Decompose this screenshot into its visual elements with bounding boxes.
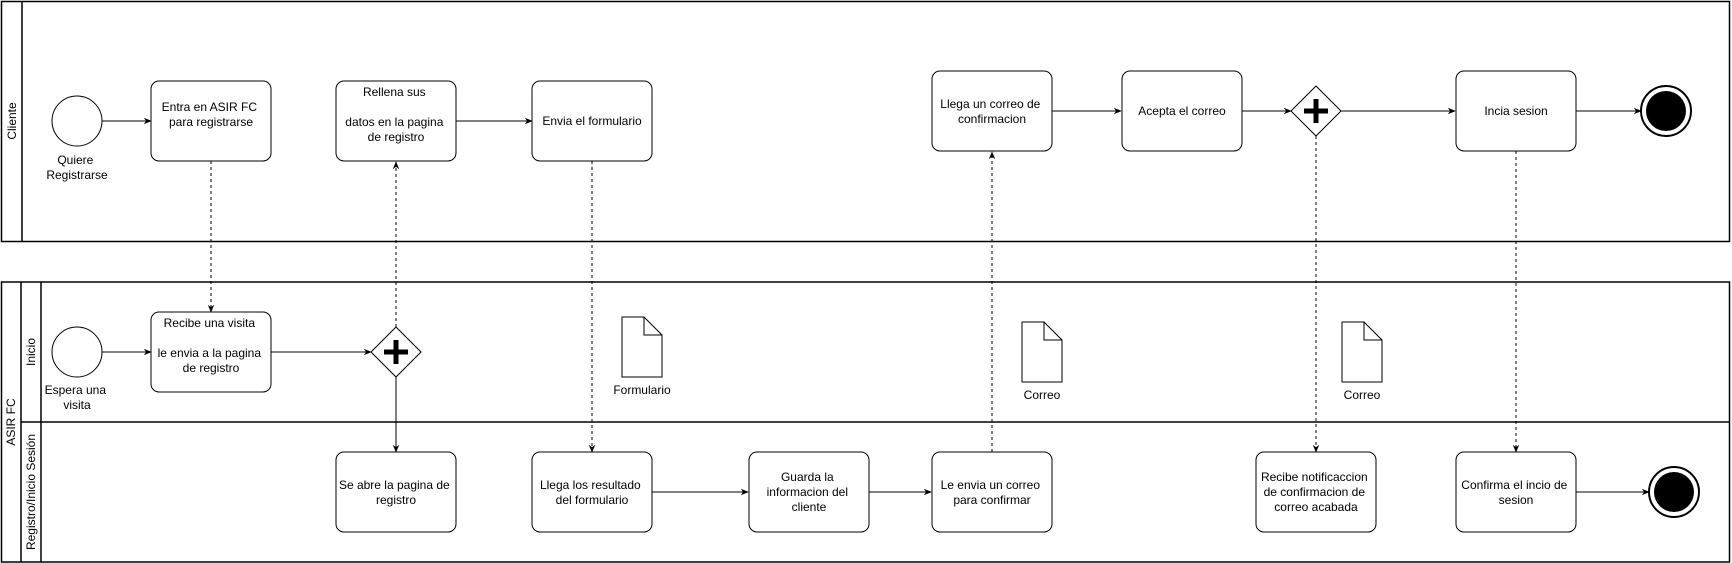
task-label-line: del formulario bbox=[556, 493, 629, 507]
task-label-line: datos en la pagina bbox=[345, 115, 443, 129]
start-event-espera-visita: Espera una visita bbox=[45, 326, 110, 412]
task-label: Rellena sus datos en la pagina de regist… bbox=[345, 85, 446, 144]
document-correo-2: Correo bbox=[1341, 321, 1383, 402]
task-label-line: Guarda la bbox=[781, 470, 834, 484]
task-label: Le envia un correo para confirmar bbox=[941, 478, 1044, 507]
task-abre-pagina: Se abre la pagina de registro bbox=[335, 451, 457, 533]
task-label-line: de registro bbox=[368, 130, 425, 144]
event-label: Espera una visita bbox=[45, 383, 110, 412]
task-label-line: Llega un correo de bbox=[940, 97, 1040, 111]
task-label-line: para registrarse bbox=[169, 115, 253, 129]
task-label-line: Recibe una visita bbox=[164, 316, 256, 330]
task-label: Recibe notificaccion de confirmacion de … bbox=[1261, 470, 1371, 514]
message-flows bbox=[207, 136, 1520, 453]
task-guarda-info: Guarda la informacion del cliente bbox=[748, 451, 870, 533]
task-label: Guarda la informacion del cliente bbox=[767, 470, 852, 514]
document-formulario: Formulario bbox=[613, 316, 671, 397]
task-label: Incia sesion bbox=[1484, 104, 1547, 118]
task-label: Acepta el correo bbox=[1138, 104, 1226, 118]
document-label: Correo bbox=[1024, 388, 1061, 402]
task-label-line: cliente bbox=[792, 500, 827, 514]
task-entra-asir: Entra en ASIR FC para registrarse bbox=[150, 80, 272, 162]
task-label-line: informacion del bbox=[767, 485, 848, 499]
task-label-line: para confirmar bbox=[953, 493, 1030, 507]
lane-registro-label: Registro/Inicio Sesión bbox=[24, 434, 38, 550]
plus-icon bbox=[1304, 99, 1328, 123]
task-label-line: Llega los resultado bbox=[540, 478, 641, 492]
lane-inicio-label: Inicio bbox=[24, 338, 38, 366]
task-llega-resultados: Llega los resultado del formulario bbox=[531, 451, 653, 533]
end-event-registro bbox=[1648, 466, 1700, 518]
task-label-line: le envia a la pagina bbox=[158, 346, 262, 360]
task-rellena: Rellena sus datos en la pagina de regist… bbox=[335, 80, 457, 162]
document-label: Formulario bbox=[613, 383, 671, 397]
task-label-line: Le envia un correo bbox=[941, 478, 1041, 492]
pool-cliente: Cliente bbox=[0, 0, 1731, 243]
pool-asir-fc-label: ASIR FC bbox=[4, 398, 18, 446]
task-label-line: registro bbox=[376, 493, 416, 507]
task-label: Llega un correo de confirmacion bbox=[940, 97, 1043, 126]
sequence-flows bbox=[102, 107, 1650, 496]
task-confirma-inicio: Confirma el incio de sesion bbox=[1455, 451, 1577, 533]
task-label-line: correo acabada bbox=[1274, 500, 1358, 514]
task-incia-sesion: Incia sesion bbox=[1455, 70, 1577, 152]
event-label: Quiere Registrarse bbox=[46, 153, 108, 182]
task-label-line: confirmacion bbox=[958, 112, 1026, 126]
task-acepta-correo: Acepta el correo bbox=[1121, 70, 1243, 152]
task-envia-correo: Le envia un correo para confirmar bbox=[931, 451, 1053, 533]
event-label-line: visita bbox=[63, 398, 91, 412]
task-label: Entra en ASIR FC para registrarse bbox=[162, 100, 261, 129]
task-recibe-visita: Recibe una visita le envia a la pagina d… bbox=[150, 311, 272, 393]
parallel-gateway-inicio bbox=[370, 326, 422, 378]
task-label-line: Incia sesion bbox=[1484, 104, 1547, 118]
parallel-gateway-cliente bbox=[1290, 85, 1342, 137]
task-label-line: Entra en ASIR FC bbox=[162, 100, 258, 114]
task-label-line: Recibe notificaccion bbox=[1261, 470, 1368, 484]
start-event-quiere-registrarse: Quiere Registrarse bbox=[46, 95, 108, 182]
event-label-line: Registrarse bbox=[46, 168, 108, 182]
task-label-line: Rellena sus bbox=[363, 85, 426, 99]
document-icon bbox=[1341, 321, 1383, 383]
task-recibe-notificacion: Recibe notificaccion de confirmacion de … bbox=[1255, 451, 1377, 533]
task-label-line: Se abre la pagina de bbox=[339, 478, 450, 492]
task-envia-formulario: Envia el formulario bbox=[531, 80, 653, 162]
event-label-line: Quiere bbox=[57, 153, 93, 167]
task-label: Recibe una visita le envia a la pagina d… bbox=[158, 316, 265, 375]
document-label: Correo bbox=[1344, 388, 1381, 402]
event-label-line: Espera una bbox=[45, 383, 107, 397]
task-label-line: Confirma el incio de bbox=[1461, 478, 1567, 492]
document-correo-1: Correo bbox=[1021, 321, 1063, 402]
document-icon bbox=[621, 316, 663, 378]
task-label-line: de registro bbox=[183, 361, 240, 375]
task-label: Se abre la pagina de registro bbox=[339, 478, 453, 507]
task-label-line: Acepta el correo bbox=[1138, 104, 1226, 118]
task-label: Llega los resultado del formulario bbox=[540, 478, 644, 507]
plus-icon bbox=[384, 340, 408, 364]
task-label: Confirma el incio de sesion bbox=[1461, 478, 1570, 507]
task-label-line: de confirmacion de bbox=[1264, 485, 1366, 499]
task-label-line: sesion bbox=[1499, 493, 1534, 507]
end-event-cliente bbox=[1640, 85, 1692, 137]
task-llega-correo: Llega un correo de confirmacion bbox=[931, 70, 1053, 152]
task-label-line: Envia el formulario bbox=[542, 114, 642, 128]
task-label: Envia el formulario bbox=[542, 114, 642, 128]
document-icon bbox=[1021, 321, 1063, 383]
pool-cliente-label: Cliente bbox=[5, 102, 19, 140]
